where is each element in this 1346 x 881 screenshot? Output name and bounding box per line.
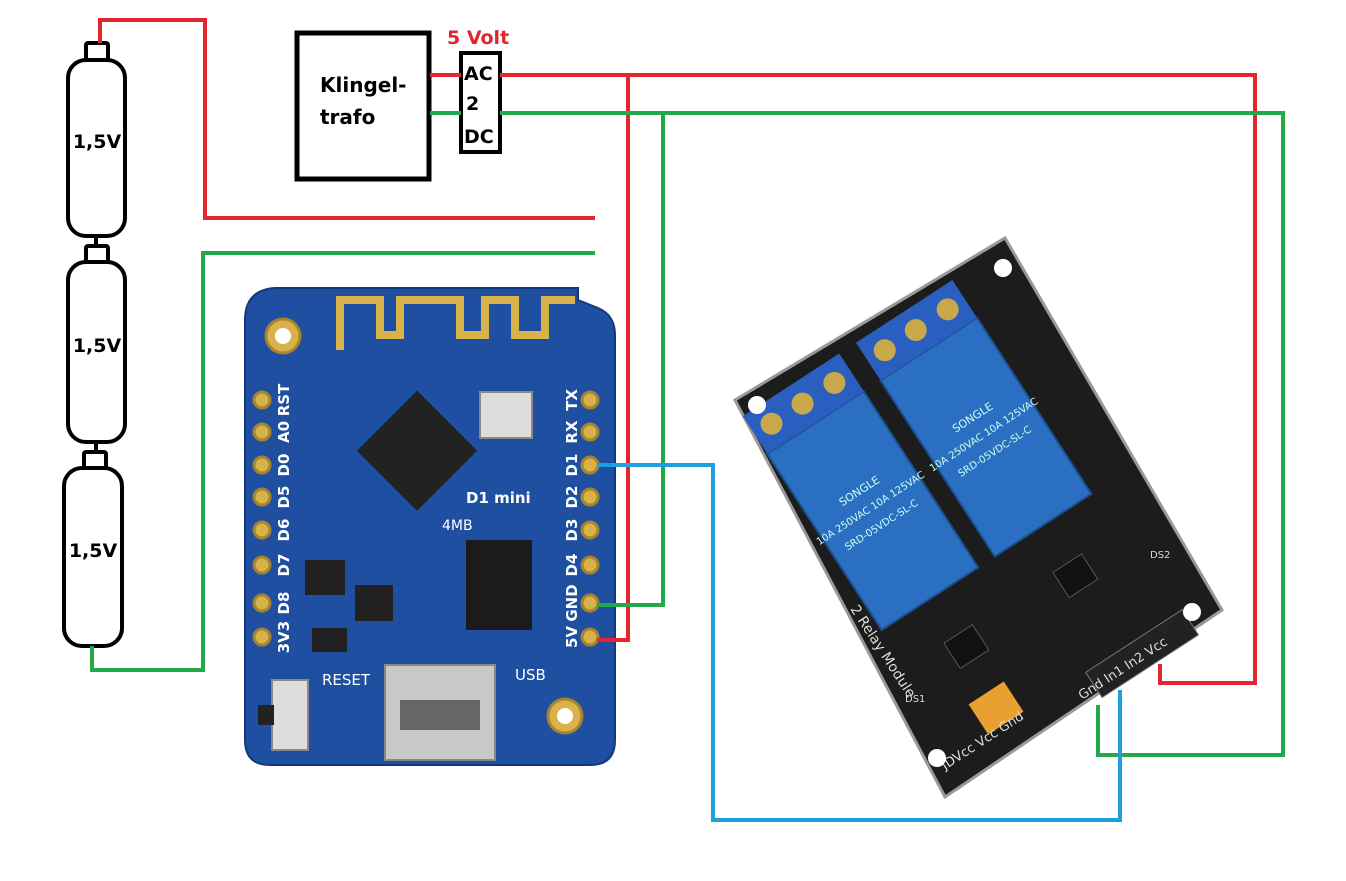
reset-label: RESET	[322, 671, 371, 689]
reset-button[interactable]	[271, 679, 309, 751]
led2-label: DS2	[1150, 550, 1170, 561]
pin-rx[interactable]	[580, 422, 600, 442]
battery-3-label: 1,5V	[69, 540, 118, 562]
pin-label: D3	[563, 519, 581, 542]
pin-label: 3V3	[275, 621, 293, 653]
pin-label: RST	[275, 383, 293, 416]
pin-d8[interactable]	[252, 593, 272, 613]
pin-d7[interactable]	[252, 555, 272, 575]
pin-5v[interactable]	[580, 627, 600, 647]
pin-label: D2	[563, 486, 581, 509]
converter-dc: DC	[464, 126, 494, 148]
wire-red-5v-d1mini	[597, 75, 630, 642]
pin-d6[interactable]	[252, 520, 272, 540]
wire-red-5v-relay-vcc	[500, 73, 1257, 685]
crystal	[479, 391, 533, 439]
led1-label: DS1	[905, 694, 925, 705]
pin-label: D5	[275, 486, 293, 509]
converter-2: 2	[466, 93, 479, 115]
pin-d3[interactable]	[580, 520, 600, 540]
pin-label: GND	[563, 584, 581, 621]
esp-chip	[356, 390, 478, 511]
wire-green-battery	[90, 251, 595, 672]
pin-label: D7	[275, 554, 293, 577]
pin-tx[interactable]	[580, 390, 600, 410]
pin-d1[interactable]	[580, 455, 600, 475]
pin-d5[interactable]	[252, 487, 272, 507]
input-header	[1085, 609, 1200, 699]
relay-module: SONGLE 10A 250VAC 10A 125VAC SRD-05VDC-S…	[733, 235, 1225, 800]
transformer-box	[294, 30, 432, 182]
pin-label: D4	[563, 554, 581, 577]
wire-green-gnd-relay	[500, 111, 1285, 757]
transformer-label-line1: Klingel-	[320, 73, 406, 97]
battery-stack	[62, 41, 127, 648]
wire-blue-d1-in1	[597, 463, 1122, 822]
pin-d4[interactable]	[580, 555, 600, 575]
flash-label: 4MB	[442, 518, 473, 534]
pin-label: D6	[275, 519, 293, 542]
pin-label: D1	[563, 454, 581, 477]
pin-rst[interactable]	[252, 390, 272, 410]
pin-label: D8	[275, 592, 293, 615]
pin-label: TX	[563, 389, 581, 411]
converter-box	[459, 51, 502, 154]
transformer-label-line2: trafo	[320, 105, 375, 129]
jumper[interactable]	[968, 681, 1024, 735]
pin-label: 5V	[563, 626, 581, 648]
pin-3v3[interactable]	[252, 627, 272, 647]
board-name: D1 mini	[466, 489, 531, 507]
battery-2-label: 1,5V	[73, 335, 122, 357]
wire-red-battery	[98, 18, 595, 220]
pin-gnd[interactable]	[580, 593, 600, 613]
pin-label: A0	[275, 421, 293, 443]
wire-green-gnd-d1mini	[597, 113, 665, 607]
converter-ac: AC	[464, 63, 493, 85]
antenna-trace	[336, 296, 575, 350]
pin-d2[interactable]	[580, 487, 600, 507]
pin-label: D0	[275, 454, 293, 477]
flash-chip	[466, 540, 532, 630]
battery-1-label: 1,5V	[73, 131, 122, 153]
usb-label: USB	[515, 666, 546, 684]
pin-label: RX	[563, 420, 581, 444]
pin-a0[interactable]	[252, 422, 272, 442]
voltage-label: 5 Volt	[447, 27, 509, 49]
pin-d0[interactable]	[252, 455, 272, 475]
